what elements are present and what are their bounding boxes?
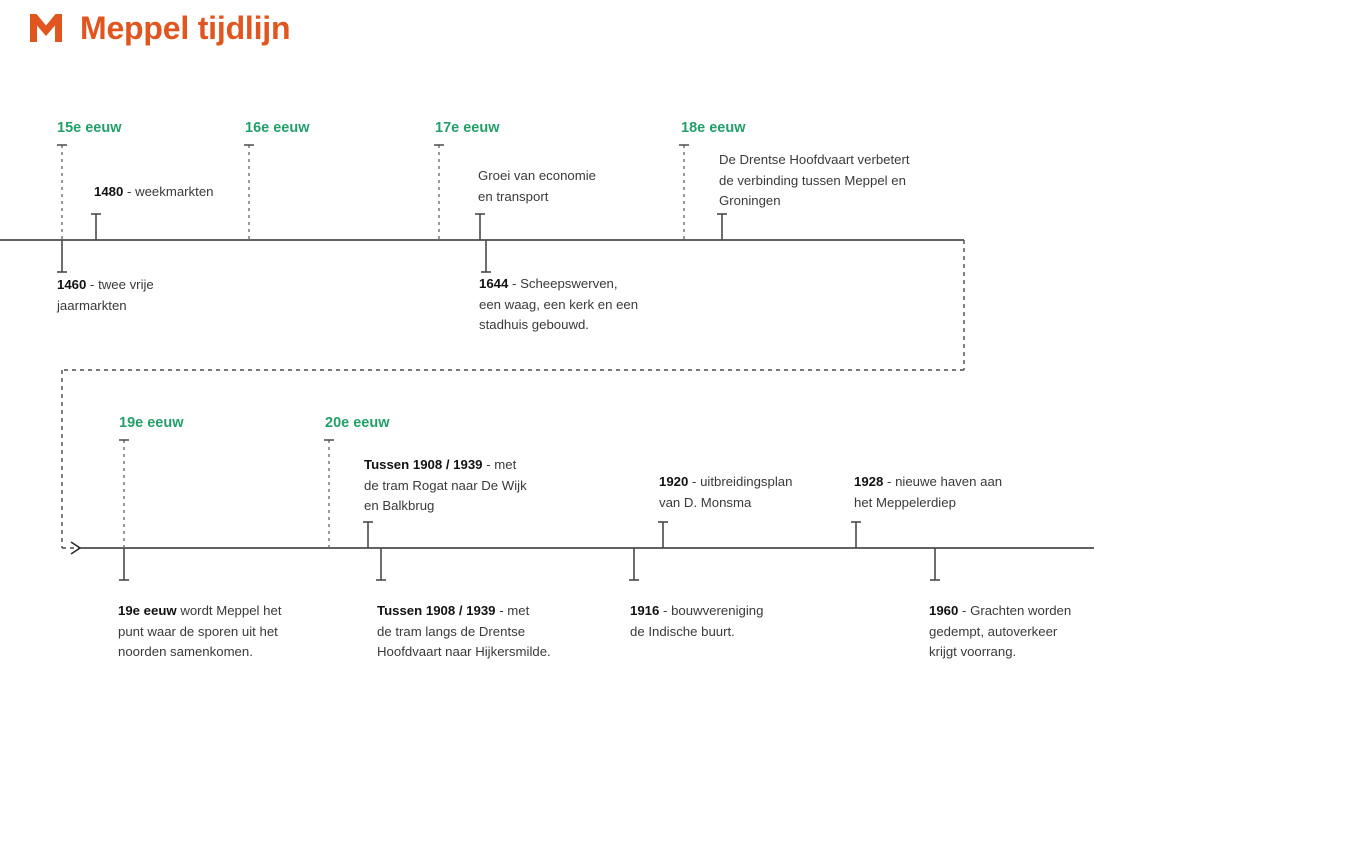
event-text-line: jaarmarkten — [57, 296, 154, 317]
event-text-line: de verbinding tussen Meppel en — [719, 171, 910, 192]
era-label-15e-eeuw: 15e eeuw — [57, 120, 122, 136]
event-description: de verbinding tussen Meppel en — [719, 172, 906, 188]
event-description: noorden samenkomen. — [118, 644, 253, 659]
timeline-event-above: Groei van economie en transport — [478, 166, 596, 207]
era-label-16e-eeuw: 16e eeuw — [245, 120, 310, 136]
era-label-20e-eeuw: 20e eeuw — [325, 415, 390, 431]
event-text-line: krijgt voorrang. — [929, 642, 1071, 663]
event-description: krijgt voorrang. — [929, 644, 1017, 659]
event-text-line: Groningen — [719, 191, 910, 212]
event-description: gedempt, autoverkeer — [929, 623, 1058, 639]
event-text-line: 1480 - weekmarkten — [94, 182, 214, 203]
event-text-line: 19e eeuw wordt Meppel het — [118, 601, 281, 622]
event-text-line: 1920 - uitbreidingsplan — [659, 472, 792, 493]
event-description: jaarmarkten — [57, 297, 127, 313]
event-year: 19e eeuw — [118, 603, 177, 618]
event-description: Groningen — [719, 193, 781, 208]
event-text-line: de tram langs de Drentse — [377, 622, 551, 643]
event-year: 1928 — [854, 474, 884, 489]
event-year: 1460 — [57, 277, 87, 292]
event-description: - nieuwe haven aan — [883, 474, 1003, 489]
event-text-line: gedempt, autoverkeer — [929, 622, 1071, 643]
event-text-line: noorden samenkomen. — [118, 642, 281, 663]
event-description: - Grachten worden — [958, 603, 1072, 618]
event-year: 1916 — [630, 603, 660, 618]
era-label-19e-eeuw: 19e eeuw — [119, 415, 184, 431]
event-description: - met — [495, 603, 530, 618]
event-description: en Balkbrug — [364, 498, 435, 513]
event-description: een waag, een kerk en een — [479, 296, 639, 312]
event-description: punt waar de sporen uit het — [118, 623, 278, 639]
event-text-line: De Drentse Hoofdvaart verbetert — [719, 150, 910, 171]
event-description: Hoofdvaart naar Hijkersmilde. — [377, 644, 551, 659]
event-description: wordt Meppel het — [176, 603, 282, 618]
connector-arrow-icon — [70, 541, 82, 555]
event-text-line: van D. Monsma — [659, 493, 792, 514]
event-text-line: 1916 - bouwvereniging — [630, 601, 763, 622]
era-label-18e-eeuw: 18e eeuw — [681, 120, 746, 136]
event-year: 1960 — [929, 603, 959, 618]
event-text-line: de Indische buurt. — [630, 622, 763, 643]
event-description: - met — [482, 457, 517, 472]
event-text-line: Groei van economie — [478, 166, 596, 187]
event-description: de tram langs de Drentse — [377, 623, 526, 639]
page-header: Meppel tijdlijn — [26, 8, 291, 48]
event-description: De Drentse Hoofdvaart verbetert — [719, 152, 910, 167]
event-description: en transport — [478, 188, 549, 204]
event-text-line: 1644 - Scheepswerven, — [479, 274, 638, 295]
event-description: de Indische buurt. — [630, 623, 735, 639]
event-description: stadhuis gebouwd. — [479, 317, 589, 332]
event-year: Tussen 1908 / 1939 — [364, 457, 483, 472]
event-text-line: punt waar de sporen uit het — [118, 622, 281, 643]
event-description: de tram Rogat naar De Wijk — [364, 477, 527, 493]
event-text-line: de tram Rogat naar De Wijk — [364, 476, 527, 497]
event-text-line: 1460 - twee vrije — [57, 275, 154, 296]
event-description: - bouwvereniging — [659, 603, 764, 618]
event-description: het Meppelerdiep — [854, 494, 956, 510]
event-year: 1920 — [659, 474, 689, 489]
event-text-line: en transport — [478, 187, 596, 208]
event-text-line: Hoofdvaart naar Hijkersmilde. — [377, 642, 551, 663]
event-year: 1480 — [94, 184, 124, 199]
timeline-event-above: De Drentse Hoofdvaart verbetert de verbin… — [719, 150, 910, 212]
event-year: 1644 — [479, 276, 509, 291]
event-description: - weekmarkten — [123, 184, 214, 199]
event-text-line: en Balkbrug — [364, 496, 527, 517]
event-text-line: Tussen 1908 / 1939 - met — [364, 455, 527, 476]
timeline-event-above: 1480 - weekmarkten — [94, 182, 214, 203]
era-label-17e-eeuw: 17e eeuw — [435, 120, 500, 136]
event-text-line: 1960 - Grachten worden — [929, 601, 1071, 622]
event-description: - uitbreidingsplan — [688, 474, 793, 489]
event-description: - twee vrije — [86, 277, 154, 292]
page-title: Meppel tijdlijn — [80, 9, 291, 46]
event-text-line: 1928 - nieuwe haven aan — [854, 472, 1002, 493]
event-text-line: Tussen 1908 / 1939 - met — [377, 601, 551, 622]
event-description: - Scheepswerven, — [508, 276, 618, 291]
event-text-line: stadhuis gebouwd. — [479, 315, 638, 336]
meppel-m-logo-icon — [30, 14, 62, 42]
event-year: Tussen 1908 / 1939 — [377, 603, 496, 618]
event-text-line: het Meppelerdiep — [854, 493, 1002, 514]
event-description: van D. Monsma — [659, 494, 752, 510]
event-description: Groei van economie — [478, 168, 597, 183]
timeline-event-below: 1644 - Scheepswerven,een waag, een kerk … — [479, 274, 638, 336]
event-text-line: een waag, een kerk en een — [479, 295, 638, 316]
